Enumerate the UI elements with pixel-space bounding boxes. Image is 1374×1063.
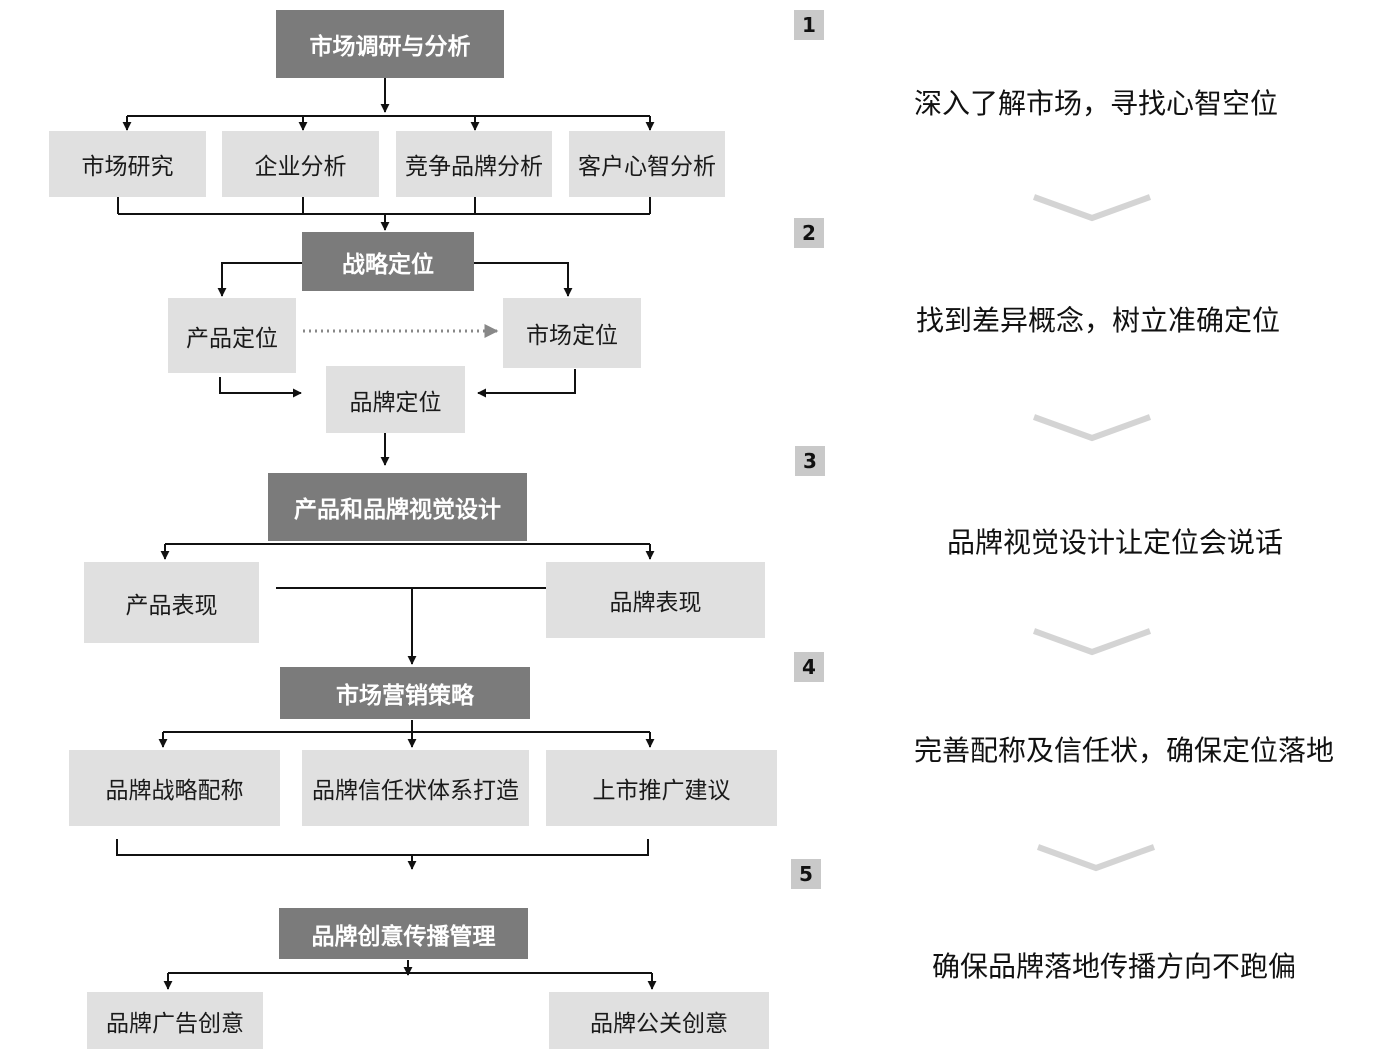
step-description-4: 完善配称及信任状，确保定位落地 — [914, 734, 1335, 767]
customer-mind-analysis-box: 客户心智分析 — [569, 131, 725, 197]
step-description-2: 找到差异概念，树立准确定位 — [916, 304, 1281, 337]
product-positioning-box: 产品定位 — [168, 298, 296, 373]
stage2-title: 战略定位 — [302, 232, 474, 291]
brand-expression-box: 品牌表现 — [546, 562, 765, 638]
chevron-down-icon — [1032, 414, 1152, 442]
step-number-1: 1 — [794, 10, 824, 40]
chevron-down-icon — [1036, 844, 1156, 872]
step-description-1: 深入了解市场，寻找心智空位 — [914, 87, 1279, 120]
step-description-3: 品牌视觉设计让定位会说话 — [947, 526, 1284, 559]
chevron-down-icon — [1032, 628, 1152, 656]
brand-positioning-box: 品牌定位 — [326, 366, 465, 433]
company-analysis-box: 企业分析 — [222, 131, 379, 197]
step-description-5: 确保品牌落地传播方向不跑偏 — [932, 950, 1297, 983]
trust-system-box: 品牌信任状体系打造 — [302, 750, 529, 826]
step-number-3: 3 — [795, 446, 825, 476]
brand-strategy-box: 品牌战略配称 — [69, 750, 280, 826]
product-expression-box: 产品表现 — [84, 562, 259, 643]
brand-ad-creative-box: 品牌广告创意 — [87, 992, 263, 1049]
stage1-title: 市场调研与分析 — [276, 10, 504, 78]
launch-promotion-box: 上市推广建议 — [546, 750, 777, 826]
competitor-analysis-box: 竞争品牌分析 — [396, 131, 552, 197]
step-number-5: 5 — [791, 859, 821, 889]
stage4-title: 市场营销策略 — [280, 667, 530, 719]
step-number-4: 4 — [794, 652, 824, 682]
market-research-box: 市场研究 — [49, 131, 206, 197]
stage3-title: 产品和品牌视觉设计 — [268, 473, 527, 541]
chevron-down-icon — [1032, 194, 1152, 222]
step-number-2: 2 — [794, 218, 824, 248]
market-positioning-box: 市场定位 — [503, 298, 641, 368]
brand-pr-creative-box: 品牌公关创意 — [549, 992, 769, 1049]
stage5-title: 品牌创意传播管理 — [279, 908, 528, 959]
